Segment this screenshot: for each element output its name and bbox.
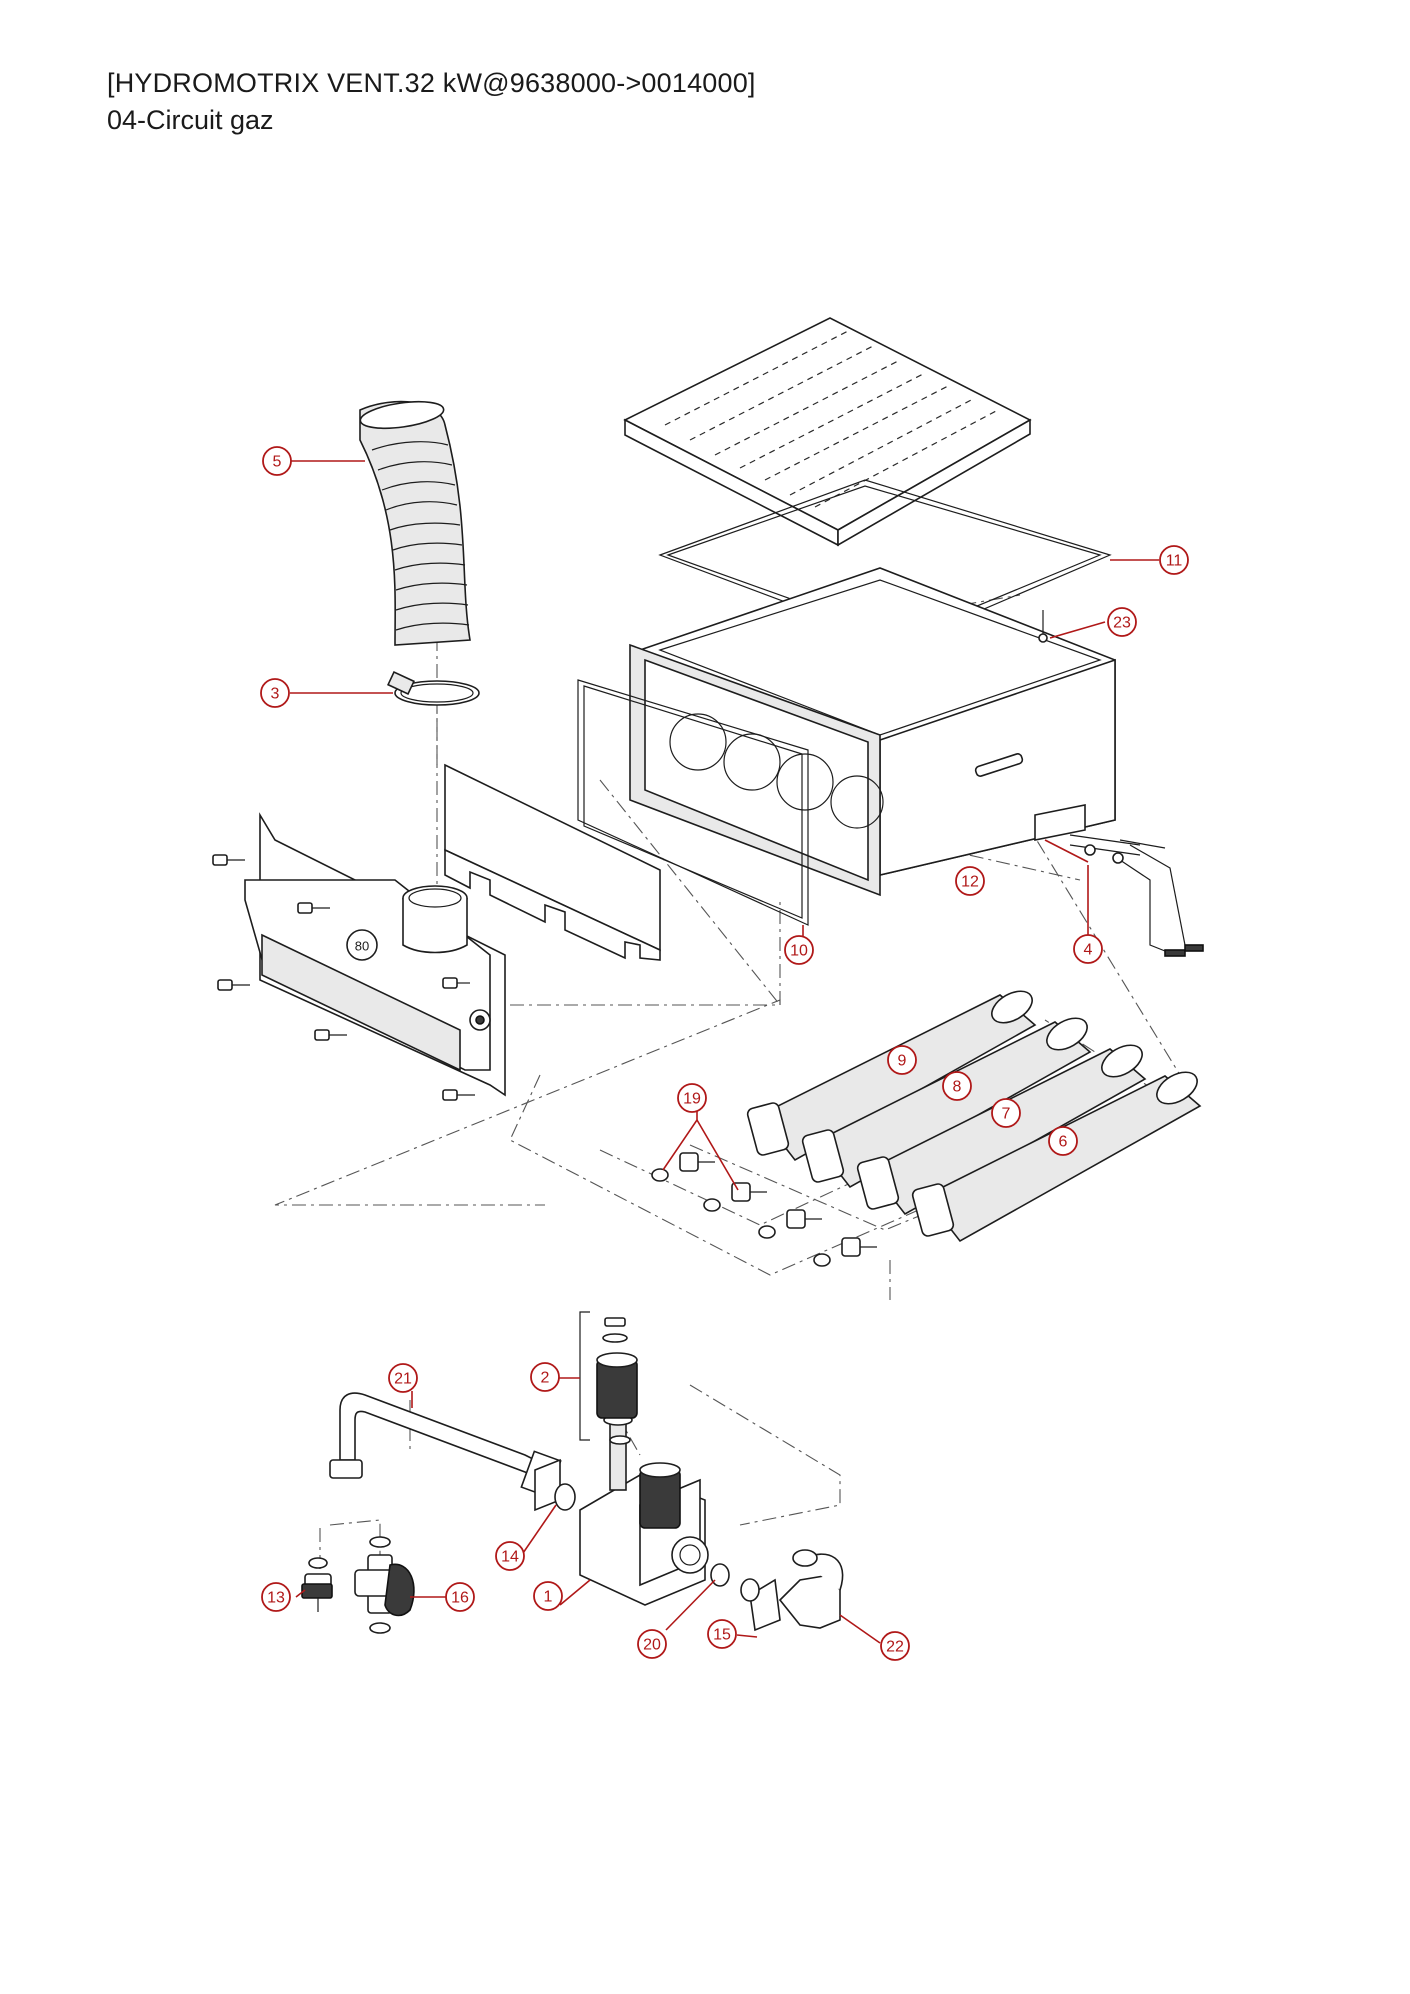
callout-10-label: 10 — [790, 943, 808, 960]
insulation-panel — [444, 763, 661, 961]
callout-4: 4 — [1073, 934, 1103, 964]
callout-14-label: 14 — [501, 1549, 519, 1566]
callout-15-label: 15 — [713, 1627, 731, 1644]
callout-16-label: 16 — [451, 1590, 469, 1607]
callout-leader-lines — [290, 460, 1159, 1644]
callout-14: 14 — [495, 1541, 525, 1571]
burner-tube — [746, 990, 1037, 1162]
callout-23: 23 — [1107, 607, 1137, 637]
callout-16: 16 — [445, 1582, 475, 1612]
callout-22-label: 22 — [886, 1639, 904, 1656]
outlet-elbow — [749, 1549, 844, 1632]
callout-2: 2 — [530, 1362, 560, 1392]
callout-10: 10 — [784, 935, 814, 965]
top-cover-panel — [623, 317, 1032, 547]
callout-5-label: 5 — [273, 454, 282, 471]
window-gasket — [577, 679, 809, 926]
gas-valve-assembly — [579, 1311, 709, 1606]
callout-9: 9 — [887, 1045, 917, 1075]
callout-7: 7 — [991, 1098, 1021, 1128]
callout-15: 15 — [707, 1619, 737, 1649]
callout-4-label: 4 — [1084, 942, 1093, 959]
callout-1-label: 1 — [544, 1589, 553, 1606]
page-title: [HYDROMOTRIX VENT.32 kW@9638000->0014000… — [107, 68, 756, 98]
burner-tubes — [746, 990, 1202, 1243]
callout-7-label: 7 — [1002, 1106, 1011, 1123]
callout-9-label: 9 — [898, 1053, 907, 1070]
callout-12-label: 12 — [961, 874, 979, 891]
ignition-electrode-assembly — [1034, 804, 1204, 957]
callout-20-label: 20 — [643, 1637, 661, 1654]
callout-6-label: 6 — [1059, 1134, 1068, 1151]
callout-2-label: 2 — [541, 1370, 550, 1387]
callout-21: 21 — [388, 1363, 418, 1393]
callout-11-label: 11 — [1166, 553, 1183, 570]
inlet-fittings — [301, 1536, 415, 1634]
callout-8-label: 8 — [953, 1079, 962, 1096]
callout-13-label: 13 — [267, 1590, 285, 1607]
burner-tube — [801, 1017, 1092, 1189]
callout-1: 1 — [533, 1581, 563, 1611]
callout-3-label: 3 — [271, 686, 280, 703]
page-subtitle: 04-Circuit gaz — [107, 105, 274, 135]
injector-nozzles — [651, 1152, 877, 1267]
gas-supply-pipe — [329, 1392, 562, 1498]
callout-22: 22 — [880, 1631, 910, 1661]
burner-tube — [856, 1044, 1147, 1216]
burner-tube — [911, 1071, 1202, 1243]
combustion-chamber-box — [629, 567, 1116, 897]
callout-19-label: 19 — [683, 1091, 701, 1108]
callout-13: 13 — [261, 1582, 291, 1612]
hose-clamp — [387, 670, 480, 706]
flexible-flue-pipe — [359, 400, 471, 646]
callout-6: 6 — [1048, 1126, 1078, 1156]
callout-21-label: 21 — [394, 1371, 412, 1388]
fan-hood-assembly: 80 — [212, 812, 506, 1101]
callout-19: 19 — [677, 1083, 707, 1113]
callout-23-label: 23 — [1113, 615, 1131, 632]
callout-3: 3 — [260, 678, 290, 708]
callout-11: 11 — [1159, 545, 1189, 575]
hood-screws — [212, 854, 475, 1101]
callout-5: 5 — [262, 446, 292, 476]
callout-20: 20 — [637, 1629, 667, 1659]
badge-80: 80 — [355, 939, 369, 954]
callout-12: 12 — [955, 866, 985, 896]
callout-8: 8 — [942, 1071, 972, 1101]
